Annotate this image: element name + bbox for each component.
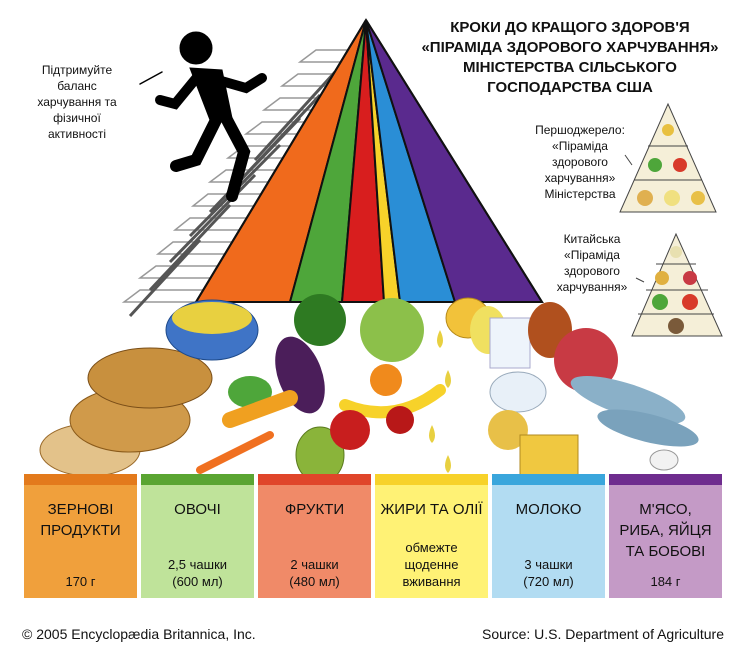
band-vegetables: ОВОЧІ 2,5 чашки (600 мл)	[141, 474, 254, 598]
band-meat: М'ЯСО, РИБА, ЯЙЦЯ ТА БОБОВІ 184 г	[609, 474, 722, 598]
band-grains-amount: 170 г	[65, 574, 96, 589]
original-pyramid-label: Першоджерело: «Піраміда здорового харчув…	[535, 123, 625, 201]
band-vegetables-amount: 2,5 чашки (600 мл)	[167, 557, 228, 589]
copyright-notice: © 2005 Encyclopædia Britannica, Inc.	[22, 626, 256, 642]
activity-callout: Підтримуйте баланс харчування та фізично…	[37, 63, 117, 141]
band-fruits-amount: 2 чашки (480 мл)	[289, 557, 340, 589]
band-fruits-name: ФРУКТИ	[284, 501, 345, 518]
chinese-pyramid-label: Китайська «Піраміда здорового харчування…	[556, 232, 628, 294]
diagram-title: КРОКИ ДО КРАЩОГО ЗДОРОВ'Я «ПІРАМІДА ЗДОР…	[421, 19, 719, 96]
food-group-bands: ЗЕРНОВІ ПРОДУКТИ 170 г ОВОЧІ 2,5 чашки (…	[24, 474, 722, 598]
band-oils-amount: обмежте щоденне вживання	[402, 540, 461, 589]
band-vegetables-name: ОВОЧІ	[174, 501, 221, 518]
band-milk: МОЛОКО 3 чашки (720 мл)	[492, 474, 605, 598]
band-oils-name: ЖИРИ ТА ОЛІЇ	[380, 501, 483, 518]
band-meat-amount: 184 г	[650, 574, 681, 589]
band-fruits: ФРУКТИ 2 чашки (480 мл)	[258, 474, 371, 598]
food-pyramid	[194, 18, 544, 303]
food-items	[39, 294, 699, 484]
chinese-pyramid-thumbnail	[631, 232, 723, 337]
band-milk-name: МОЛОКО	[515, 501, 582, 518]
band-grains: ЗЕРНОВІ ПРОДУКТИ 170 г	[24, 474, 137, 598]
band-oils: ЖИРИ ТА ОЛІЇ обмежте щоденне вживання	[375, 474, 488, 598]
climber-icon	[139, 31, 267, 202]
band-grains-name: ЗЕРНОВІ ПРОДУКТИ	[40, 501, 121, 539]
original-pyramid-thumbnail	[619, 102, 717, 213]
band-meat-name: М'ЯСО, РИБА, ЯЙЦЯ ТА БОБОВІ	[619, 501, 712, 560]
band-milk-amount: 3 чашки (720 мл)	[523, 557, 574, 589]
source-credit: Source: U.S. Department of Agriculture	[482, 626, 724, 642]
